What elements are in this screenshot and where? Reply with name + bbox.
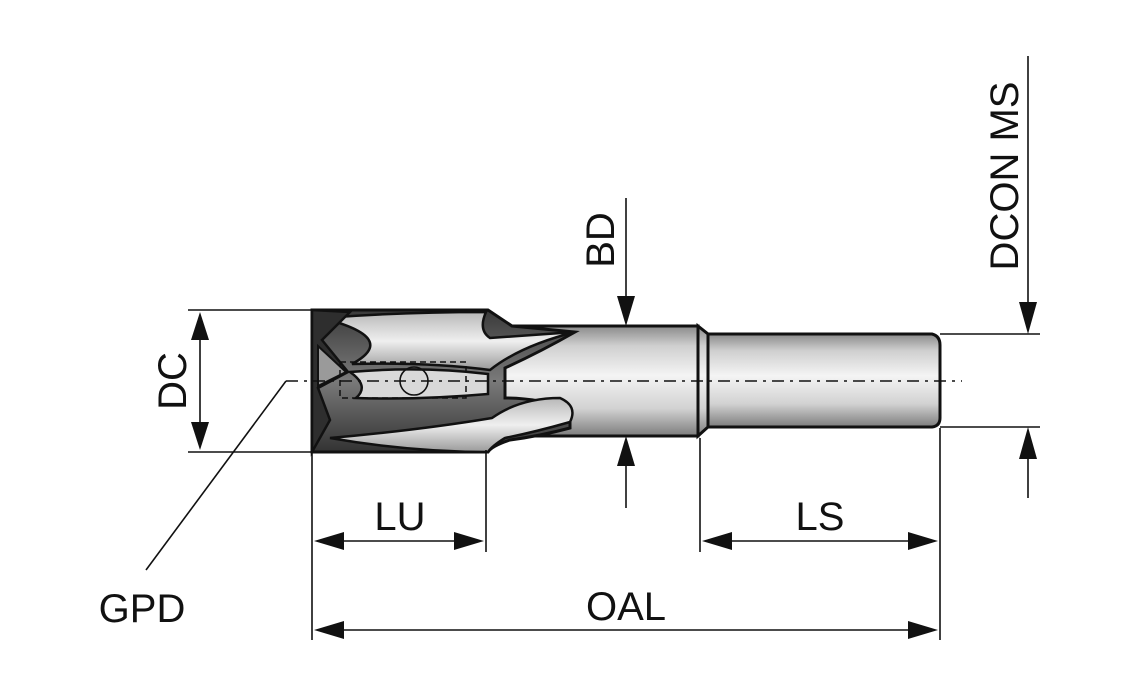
ls-arrow-left xyxy=(702,532,732,550)
dimension-lu: LU xyxy=(311,450,487,640)
gpd-leader-line xyxy=(145,380,287,571)
dc-label: DC xyxy=(151,352,195,410)
gpd-label: GPD xyxy=(99,587,186,631)
lu-arrow-right xyxy=(454,532,484,550)
dc-arrow-top xyxy=(191,312,209,340)
oal-arrow-right xyxy=(908,621,938,639)
dimension-gpd: GPD xyxy=(99,380,287,631)
tip-facet xyxy=(317,343,348,388)
flute-rib-lower xyxy=(329,396,574,454)
flute-rib-middle xyxy=(346,368,490,400)
dimension-bd: BD xyxy=(579,198,635,508)
oal-arrow-left xyxy=(314,621,344,639)
coolant-hole-hidden xyxy=(339,361,467,399)
dimension-dc: DC xyxy=(151,309,312,453)
flute-rib-upper xyxy=(321,310,576,372)
dcon-arrow-bottom xyxy=(1019,427,1037,459)
dimension-ls: LS xyxy=(699,428,941,640)
bd-label: BD xyxy=(579,212,623,268)
lu-arrow-left xyxy=(314,532,344,550)
oal-label: OAL xyxy=(586,585,666,629)
dimension-oal: OAL xyxy=(314,585,938,639)
dimension-dcon-ms: DCON MS xyxy=(940,56,1040,498)
bd-arrow-bottom xyxy=(617,436,635,466)
ls-label: LS xyxy=(796,495,845,539)
bd-arrow-top xyxy=(617,296,635,326)
dc-arrow-bottom xyxy=(191,422,209,450)
lu-label: LU xyxy=(374,495,425,539)
dcon-arrow-top xyxy=(1019,302,1037,334)
tool-shank xyxy=(706,332,942,429)
dcon-ms-label: DCON MS xyxy=(983,82,1027,271)
ls-arrow-right xyxy=(908,532,938,550)
